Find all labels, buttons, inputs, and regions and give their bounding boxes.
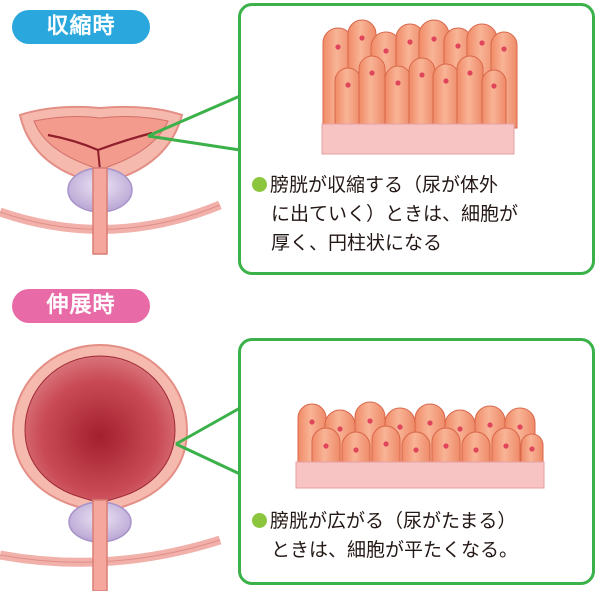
contracted-caption: 膀胱が収縮する（尿が体外 に出ていく）ときは、細胞が 厚く、円柱状になる	[252, 171, 518, 258]
columnar-cell	[358, 55, 386, 131]
columnar-cells-illustration	[322, 19, 518, 131]
cell-nucleus	[359, 35, 365, 41]
contracted-tissue-base	[321, 123, 515, 155]
cell-nucleus	[503, 443, 509, 449]
columnar-cell	[334, 67, 362, 131]
columnar-cell	[384, 65, 412, 131]
columnar-cell	[432, 63, 460, 131]
cell-nucleus	[443, 78, 449, 84]
cell-nucleus	[419, 72, 425, 78]
contracted-caption-line-1: 膀胱が収縮する（尿が体外	[270, 174, 499, 196]
flat-cells-illustration	[297, 401, 544, 469]
distended-caption-line-1: 膀胱が広がる（尿がたまる）	[270, 510, 517, 532]
cell-nucleus	[323, 443, 329, 449]
cell-nucleus	[407, 39, 413, 45]
columnar-cell	[456, 55, 484, 131]
cell-nucleus	[369, 70, 375, 76]
contracted-bladder	[0, 94, 241, 255]
cell-nucleus	[455, 43, 461, 49]
cell-nucleus	[491, 83, 497, 89]
cell-nucleus	[487, 422, 493, 428]
cell-nucleus	[309, 419, 315, 425]
cell-nucleus	[383, 441, 389, 447]
contracted-caption-line-3: 厚く、円柱状になる	[271, 232, 443, 254]
cell-nucleus	[467, 70, 473, 76]
distended-label-badge: 伸展時	[12, 289, 150, 323]
bullet-icon	[252, 513, 267, 528]
cell-nucleus	[397, 424, 403, 430]
cell-nucleus	[337, 426, 343, 432]
cell-nucleus	[517, 424, 523, 430]
cell-nucleus	[413, 447, 419, 453]
columnar-cell	[481, 69, 507, 131]
cell-nucleus	[473, 447, 479, 453]
cell-nucleus	[479, 40, 485, 46]
cell-nucleus	[367, 418, 373, 424]
cell-nucleus	[335, 44, 341, 50]
cell-nucleus	[529, 446, 535, 452]
distended-tissue-base	[295, 461, 545, 489]
flat-cell	[371, 425, 401, 469]
columnar-cell	[408, 57, 436, 131]
contracted-caption-line-2: に出ていく）ときは、細胞が	[271, 203, 519, 225]
distended-caption: 膀胱が広がる（尿がたまる） ときは、細胞が平たくなる。	[252, 507, 518, 565]
distended-bladder	[0, 343, 241, 591]
cell-nucleus	[345, 82, 351, 88]
contracted-label-badge: 収縮時	[12, 10, 150, 44]
cell-nucleus	[353, 447, 359, 453]
cell-nucleus	[431, 36, 437, 42]
cell-nucleus	[395, 80, 401, 86]
distended-caption-line-2: ときは、細胞が平たくなる。	[271, 539, 519, 561]
cell-nucleus	[383, 48, 389, 54]
cell-nucleus	[427, 420, 433, 426]
bullet-icon	[252, 177, 267, 192]
cell-nucleus	[443, 443, 449, 449]
cell-nucleus	[457, 426, 463, 432]
cell-nucleus	[501, 46, 507, 52]
